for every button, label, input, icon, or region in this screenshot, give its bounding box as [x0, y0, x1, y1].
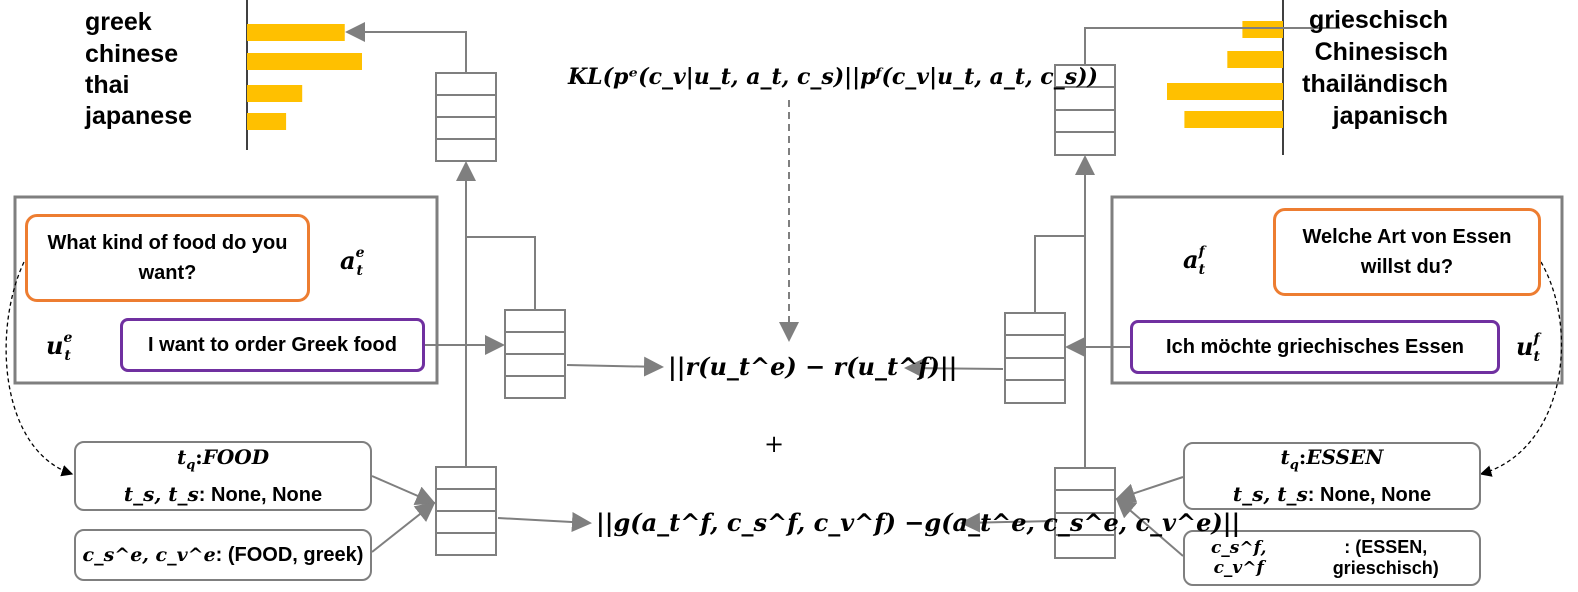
german-act-sub: t	[1198, 261, 1206, 278]
kl-formula-text: KL(pᵉ(c_v|u_t, a_t, c_s)||pᶠ(c_v|u_t, a_…	[568, 64, 1098, 90]
german-system-utterance-box: Welche Art von Essen willst du?	[1273, 208, 1541, 296]
german-utt-letter: u	[1516, 332, 1534, 361]
right-bar-2	[1167, 83, 1283, 100]
generation-loss-text: ||g(a_t^f, c_s^f, c_v^f) −g(a_t^e, c_s^e…	[596, 508, 1241, 537]
left-connectors	[345, 22, 664, 553]
german-ts-label: t_s, t_s	[1232, 482, 1308, 506]
left-bar-greek	[247, 24, 345, 41]
left-bar-thai	[247, 85, 303, 102]
english-user-utterance-text: I want to order Greek food	[148, 334, 397, 356]
right-dashed-curve-arrow	[1479, 261, 1563, 477]
english-ts-line: t_s, t_s: None, None	[124, 480, 322, 509]
right-chart-label-japanisch: japanisch	[1332, 102, 1448, 130]
english-cv-value: : (FOOD, greek)	[215, 543, 364, 566]
english-slot-request-box: tq:FOOD t_s, t_s: None, None	[74, 441, 372, 511]
english-tq-value: FOOD	[202, 445, 270, 469]
english-act-symbol: aet	[340, 245, 365, 279]
german-dialogue-panel	[1110, 195, 1564, 385]
representation-loss-formula: ||r(u_t^e) − r(u_t^f)||	[668, 352, 957, 381]
english-cv-label: c_s^e, c_v^e	[82, 544, 216, 566]
german-system-utterance-text: Welche Art von Essen willst du?	[1302, 226, 1512, 278]
german-tq-sub: q	[1289, 458, 1299, 473]
representation-loss-text: ||r(u_t^e) − r(u_t^f)||	[668, 352, 958, 381]
left-chart-label-japanese: japanese	[85, 102, 193, 130]
left-mid-encoder-stack	[504, 309, 566, 399]
english-act-sup: e	[355, 245, 365, 261]
right-mid-encoder-stack	[1004, 312, 1066, 404]
english-user-utterance-box: I want to order Greek food	[120, 318, 425, 372]
plus-sign: +	[764, 430, 785, 458]
right-top-encoder-stack	[1054, 64, 1116, 156]
german-cv-label: c_s^f, c_v^f	[1210, 538, 1267, 578]
german-tq-letter: t	[1280, 445, 1290, 469]
right-chart-label-thailaendisch: thailändisch	[1302, 70, 1448, 98]
english-tq-sub: q	[186, 458, 196, 473]
left-top-encoder-stack	[435, 72, 497, 162]
right-chart-label-grieschisch: grieschisch	[1309, 6, 1448, 34]
left-chart-label-greek: greek	[85, 8, 152, 36]
left-bar-japanese	[247, 113, 287, 130]
left-chart-label-chinese: chinese	[85, 40, 179, 68]
english-utt-sub: t	[64, 347, 71, 364]
right-bottom-encoder-stack	[1054, 467, 1116, 559]
german-utt-sub: t	[1533, 348, 1540, 365]
german-user-utterance-text: Ich möchte griechisches Essen	[1166, 336, 1464, 358]
english-ts-value: : None, None	[198, 484, 323, 506]
right-bar-3	[1184, 111, 1283, 128]
english-system-utterance-box: What kind of food do you want?	[25, 214, 310, 302]
left-chart-bars	[247, 24, 362, 130]
german-act-sup: f	[1198, 244, 1205, 260]
left-chart-label-thai: thai	[85, 71, 130, 99]
german-slot-constraint-box: c_s^f, c_v^f : (ESSEN, grieschisch)	[1183, 530, 1481, 586]
left-dashed-curve-arrow	[5, 261, 74, 477]
english-act-sub: t	[356, 262, 363, 279]
english-utt-sup: e	[63, 330, 73, 346]
english-tq-line: tq:FOOD	[176, 445, 270, 473]
german-user-utterance-box: Ich möchte griechisches Essen	[1130, 320, 1500, 374]
german-act-symbol: aft	[1183, 244, 1206, 278]
english-tq-letter: t	[176, 445, 187, 469]
german-utterance-symbol: uft	[1516, 331, 1540, 365]
right-bar-0	[1242, 21, 1283, 38]
english-dialogue-panel	[13, 195, 439, 385]
generation-loss-formula: ||g(a_t^f, c_s^f, c_v^f) −g(a_t^e, c_s^e…	[596, 508, 1240, 537]
english-act-letter: a	[340, 246, 356, 275]
right-bar-1	[1227, 51, 1283, 68]
right-connectors	[904, 27, 1340, 557]
german-ts-line: t_s, t_s: None, None	[1233, 480, 1431, 509]
english-utt-letter: u	[46, 331, 64, 360]
german-slot-request-box: tq:ESSEN t_s, t_s: None, None	[1183, 442, 1481, 510]
english-slot-constraint-box: c_s^e, c_v^e: (FOOD, greek)	[74, 529, 372, 581]
german-cv-value: : (ESSEN, grieschisch)	[1332, 537, 1439, 578]
right-chart-label-chinesisch: Chinesisch	[1314, 38, 1448, 66]
right-chart-bars	[1167, 21, 1283, 128]
english-utterance-symbol: uet	[46, 330, 73, 364]
german-utt-sup: f	[1533, 331, 1540, 347]
left-bottom-encoder-stack	[435, 466, 497, 556]
english-ts-label: t_s, t_s	[123, 482, 199, 506]
left-bar-chinese	[247, 53, 362, 70]
german-act-letter: a	[1183, 245, 1199, 274]
kl-divergence-formula: KL(pᵉ(c_v|u_t, a_t, c_s)||pᶠ(c_v|u_t, a_…	[568, 64, 1098, 90]
german-tq-value: ESSEN	[1306, 445, 1384, 469]
german-ts-value: : None, None	[1307, 484, 1432, 506]
english-system-utterance-text: What kind of food do you want?	[47, 232, 288, 284]
german-tq-line: tq:ESSEN	[1280, 445, 1384, 473]
